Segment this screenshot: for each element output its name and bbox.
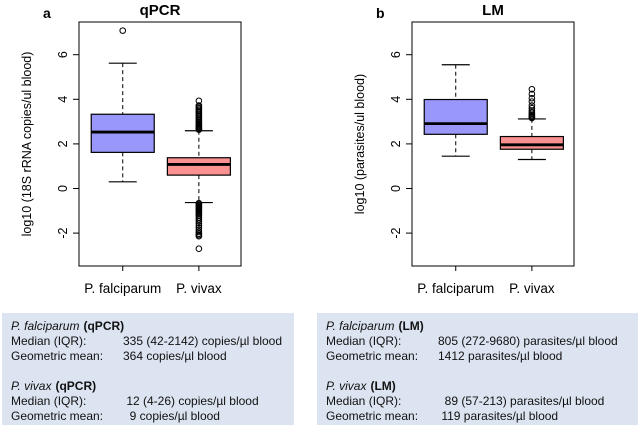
median-row: Median (IQR): 12 (4-26) copies/µl blood	[11, 394, 290, 409]
method-name: (LM)	[398, 319, 424, 333]
x-category-label: P. falciparum	[84, 281, 161, 296]
outlier-point	[528, 102, 536, 109]
qpcr-boxplot-panel: a qPCR -2 0 2 4 6 log10 (18S rRNA copies/ul blo…	[0, 0, 319, 312]
y-tick-label: 0	[56, 185, 70, 192]
geomean-row: Geometric mean: 119 parasites/µl blood	[326, 409, 634, 424]
outlier-point	[195, 245, 203, 253]
y-tick-label: 2	[389, 140, 403, 147]
stat-value: 1412 parasites/µl blood	[438, 349, 563, 363]
x-category-label: P. vivax	[176, 281, 222, 296]
boxplot-svg: a qPCR -2 0 2 4 6 log10 (18S rRNA copies/ul blo…	[20, 2, 242, 296]
panel-label: a	[43, 5, 51, 21]
x-category-label: P. vivax	[509, 281, 555, 296]
stat-value: 89 (57-213) parasites/µl blood	[438, 394, 605, 408]
species-name: P. falciparum	[326, 319, 395, 333]
stats-heading: P. vivax(LM)	[326, 379, 634, 394]
stat-label: Median (IQR):	[326, 394, 402, 408]
stat-value: 335 (42-2142) copies/µl blood	[123, 334, 283, 348]
stat-value: 805 (272-9680) parasites/µl blood	[438, 334, 618, 348]
stats-section-vivax-lm: P. vivax(LM) Median (IQR): 89 (57-213) p…	[326, 379, 634, 424]
outlier-point	[528, 114, 536, 122]
geomean-row: Geometric mean: 1412 parasites/µl blood	[326, 349, 634, 364]
geomean-row: Geometric mean: 9 copies/µl blood	[11, 409, 290, 424]
lm-boxplot-panel: b LM -2 0 2 4 6 log10 (parasites/ul blood) P. fa…	[319, 0, 638, 312]
stats-heading: P. falciparum(qPCR)	[11, 319, 290, 334]
boxplot-svg: b LM -2 0 2 4 6 log10 (parasites/ul blood) P. fa…	[353, 2, 575, 296]
median-row: Median (IQR): 89 (57-213) parasites/µl b…	[326, 394, 634, 409]
chart-title: LM	[482, 2, 504, 19]
outlier-point	[119, 27, 127, 34]
stat-value: 9 copies/µl blood	[123, 409, 220, 423]
outlier-point	[195, 126, 203, 133]
species-name: P. vivax	[11, 379, 52, 393]
y-axis-label: log10 (18S rRNA copies/ul blood)	[20, 52, 34, 237]
stat-value: 12 (4-26) copies/µl blood	[123, 394, 259, 408]
y-tick-label: 6	[389, 51, 403, 58]
outlier-point	[195, 219, 203, 227]
outlier-point	[195, 222, 203, 229]
stat-label: Geometric mean:	[326, 349, 419, 363]
stat-value: 119 parasites/µl blood	[438, 409, 559, 423]
outlier-point	[195, 215, 203, 223]
method-name: (qPCR)	[83, 319, 125, 333]
stat-label: Geometric mean:	[11, 349, 104, 363]
y-tick-label: 4	[56, 96, 70, 103]
y-axis-label: log10 (parasites/ul blood)	[353, 74, 367, 214]
outlier-point	[528, 85, 536, 93]
y-tick-label: 0	[389, 185, 403, 192]
stats-section-vivax-qpcr: P. vivax(qPCR) Median (IQR): 12 (4-26) c…	[11, 379, 290, 424]
outlier-point	[528, 94, 536, 102]
lm-stats-panel: P. falciparum(LM) Median (IQR):805 (272-…	[317, 313, 638, 425]
outlier-point	[195, 228, 203, 236]
geomean-row: Geometric mean: 364 copies/µl blood	[11, 349, 290, 364]
outlier-point	[528, 98, 536, 105]
panel-label: b	[376, 5, 385, 21]
x-category-label: P. falciparum	[417, 281, 494, 296]
stat-label: Median (IQR):	[11, 334, 87, 348]
chart-title: qPCR	[140, 2, 181, 19]
stat-label: Median (IQR):	[326, 334, 402, 348]
outlier-point	[195, 217, 203, 225]
y-tick-label: 6	[56, 51, 70, 58]
stat-label: Geometric mean:	[326, 409, 419, 423]
stats-section-falciparum-lm: P. falciparum(LM) Median (IQR): 805 (272-…	[326, 319, 634, 364]
iqr-box	[423, 98, 488, 135]
stats-section-falciparum-qpcr: P. falciparum(qPCR) Median (IQR): 335 (42…	[11, 319, 290, 364]
method-name: (qPCR)	[55, 379, 97, 393]
outlier-point	[528, 90, 536, 98]
species-name: P. vivax	[326, 379, 367, 393]
outlier-point	[195, 232, 203, 240]
qpcr-stats-panel: P. falciparum(qPCR) Median (IQR):335 (42…	[2, 313, 294, 425]
stat-value: 364 copies/µl blood	[123, 349, 227, 363]
iqr-box	[499, 135, 564, 150]
stat-label: Geometric mean:	[11, 409, 104, 423]
iqr-box	[166, 157, 231, 176]
y-tick-label: -2	[389, 227, 403, 238]
species-name: P. falciparum	[11, 319, 80, 333]
stats-heading: P. falciparum(LM)	[326, 319, 634, 334]
y-tick-label: -2	[56, 227, 70, 238]
y-tick-label: 2	[56, 140, 70, 147]
median-row: Median (IQR): 335 (42-2142) copies/µl blo…	[11, 334, 290, 349]
stat-label: Median (IQR):	[11, 394, 87, 408]
stats-heading: P. vivax(qPCR)	[11, 379, 290, 394]
median-row: Median (IQR): 805 (272-9680) parasites/µl…	[326, 334, 634, 349]
method-name: (LM)	[370, 379, 396, 393]
y-tick-label: 4	[389, 96, 403, 103]
